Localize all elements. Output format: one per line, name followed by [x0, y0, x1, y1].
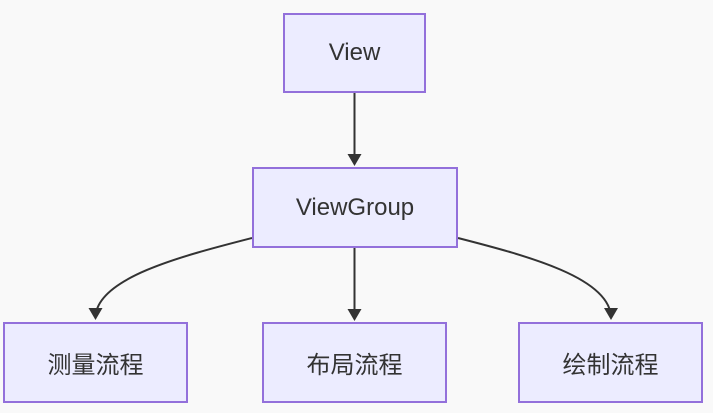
node-measure-label: 测量流程	[47, 352, 144, 379]
node-layout-process: 布局流程	[262, 322, 447, 403]
node-view: View	[283, 13, 426, 93]
edge-viewgroup-to-measure	[88, 237, 253, 320]
node-viewgroup: ViewGroup	[252, 167, 458, 248]
node-view-label: View	[328, 39, 381, 66]
node-viewgroup-label: ViewGroup	[295, 193, 415, 221]
node-measure-process: 测量流程	[3, 322, 188, 403]
node-draw-process: 绘制流程	[518, 322, 703, 403]
node-draw-label: 绘制流程	[562, 352, 659, 379]
node-layout-label: 布局流程	[306, 352, 403, 379]
edge-viewgroup-to-draw	[457, 237, 618, 320]
